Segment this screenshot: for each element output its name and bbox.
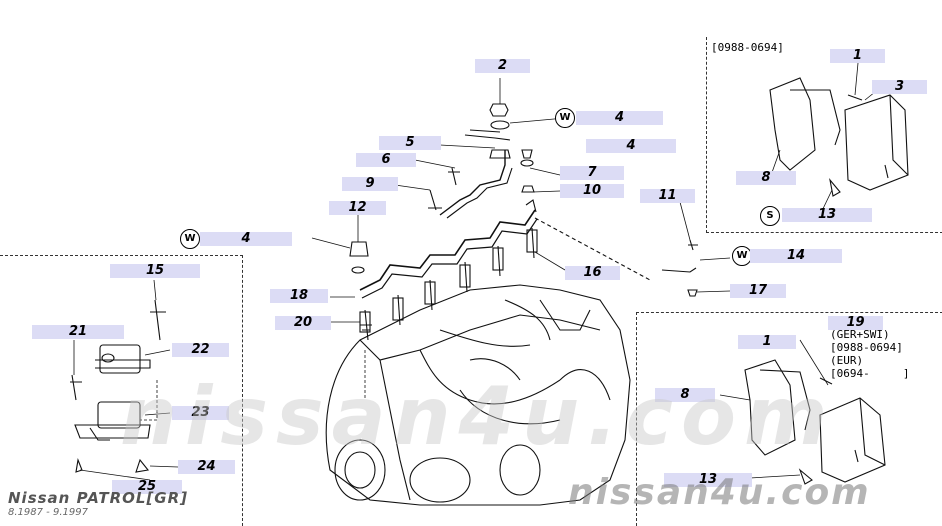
callout-5[interactable]: 5 <box>379 136 441 150</box>
left-inset <box>0 255 243 526</box>
callout-14[interactable]: 14 <box>750 249 842 263</box>
callout-13[interactable]: 13 <box>782 208 872 222</box>
watermark: nissan4u.com <box>568 472 871 513</box>
callout-3[interactable]: 3 <box>872 80 927 94</box>
callout-8[interactable]: 8 <box>736 171 796 185</box>
top-right-inset <box>706 37 942 233</box>
callout-6[interactable]: 6 <box>356 153 416 167</box>
s-symbol: S <box>760 206 780 226</box>
callout-1[interactable]: 1 <box>738 335 796 349</box>
callout-11[interactable]: 11 <box>640 189 695 203</box>
watermark-large: nissan4u.com <box>120 370 836 463</box>
relay-upper <box>99 344 141 374</box>
glow-plugs <box>359 227 538 341</box>
callout-15[interactable]: 15 <box>110 264 200 278</box>
callout-9[interactable]: 9 <box>342 177 398 191</box>
callout-22[interactable]: 22 <box>172 343 229 357</box>
callout-23[interactable]: 23 <box>172 406 229 420</box>
callout-4[interactable]: 4 <box>200 232 292 246</box>
callout-12[interactable]: 12 <box>329 201 386 215</box>
callout-13[interactable]: 13 <box>664 473 752 487</box>
bus-bar <box>439 150 506 216</box>
callout-16[interactable]: 16 <box>565 266 620 280</box>
w-symbol: W <box>555 108 575 128</box>
note-lower-right-3: (EUR) <box>830 354 864 367</box>
connecting-plate <box>359 209 536 291</box>
model-title: Nissan PATROL[GR] <box>8 489 189 507</box>
note-lower-right-2: [0988-0694] <box>830 341 903 354</box>
callout-19[interactable]: 19 <box>828 316 883 330</box>
relay-lower <box>97 401 141 429</box>
callout-20[interactable]: 20 <box>275 316 331 330</box>
callout-17[interactable]: 17 <box>730 284 786 298</box>
w-symbol: W <box>732 246 752 266</box>
note-top-right: [0988-0694] <box>711 41 784 54</box>
callout-1[interactable]: 1 <box>830 49 885 63</box>
callout-7[interactable]: 7 <box>560 166 624 180</box>
callout-10[interactable]: 10 <box>560 184 624 198</box>
callout-18[interactable]: 18 <box>270 289 328 303</box>
callout-24[interactable]: 24 <box>178 460 235 474</box>
model-dates: 8.1987 - 9.1997 <box>8 507 88 518</box>
callout-21[interactable]: 21 <box>32 325 124 339</box>
callout-25[interactable]: 25 <box>112 480 182 494</box>
bracket-bottom <box>744 359 796 456</box>
lower-right-inset <box>636 312 942 526</box>
w-symbol: W <box>180 229 200 249</box>
callout-8[interactable]: 8 <box>655 388 715 402</box>
callout-2[interactable]: 2 <box>475 59 530 73</box>
note-lower-right-1: (GER+SWI) <box>830 328 890 341</box>
note-lower-right-4: [0694- ] <box>830 367 910 380</box>
callout-4[interactable]: 4 <box>576 111 663 125</box>
bracket-top <box>769 77 816 171</box>
callout-4[interactable]: 4 <box>586 139 676 153</box>
